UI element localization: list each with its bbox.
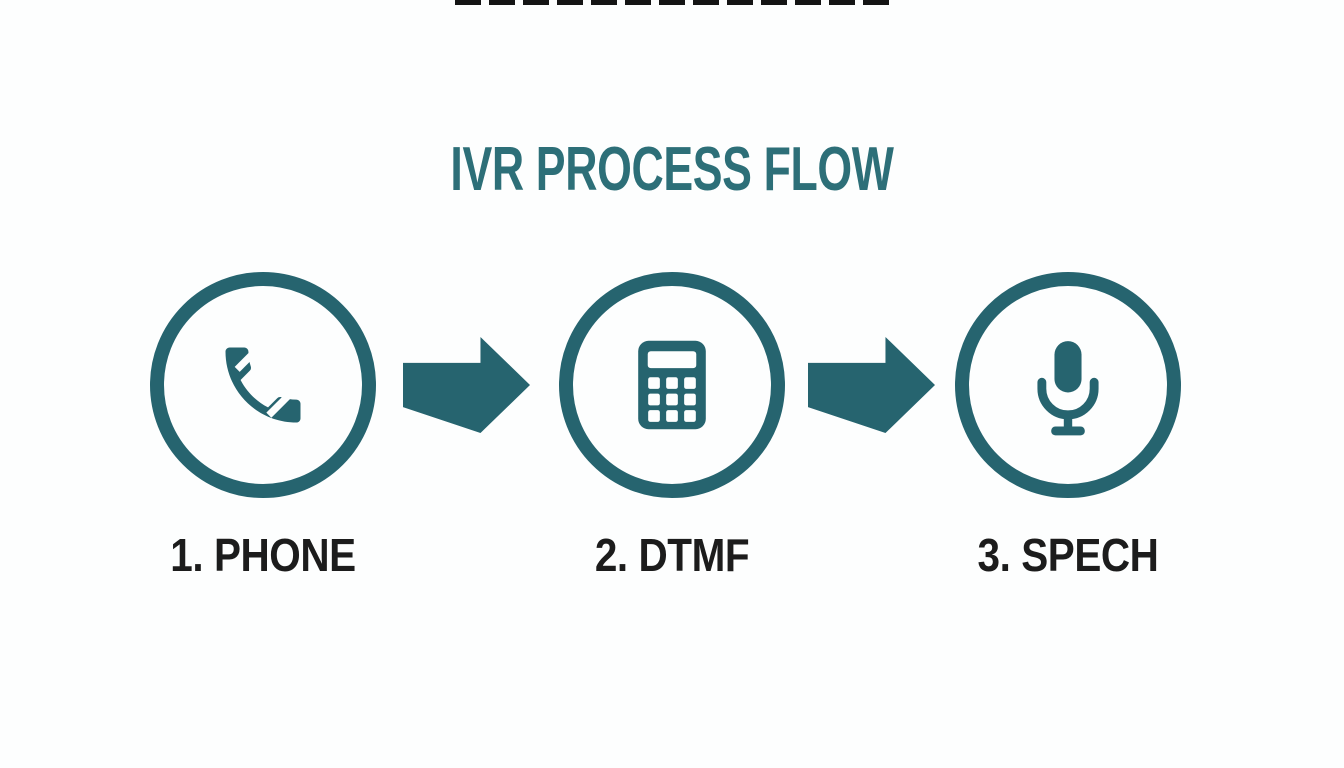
step-circle-phone [150,272,376,498]
cropped-top-text-fragment [455,0,893,5]
page-title: IVR PROCESS FLOW [450,135,894,204]
step-label-speech: 3. SPECH [977,529,1159,581]
step-circle-dtmf [559,272,785,498]
phone-icon [213,335,313,435]
step-label-phone: 1. PHONE [170,529,356,581]
keypad-icon [620,333,724,437]
step-circle-speech [955,272,1181,498]
step-label-dtmf: 2. DTMF [594,529,750,581]
arrow-right-icon [403,337,530,433]
microphone-icon [1012,329,1124,441]
arrow-right-icon [808,337,935,433]
